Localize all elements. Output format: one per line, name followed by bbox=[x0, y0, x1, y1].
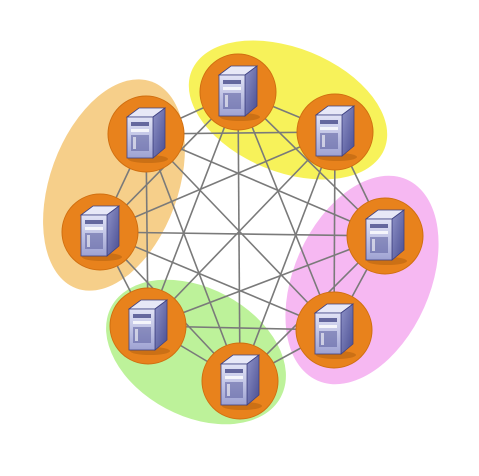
mesh-link-1-4 bbox=[239, 131, 336, 382]
server-nodes bbox=[61, 53, 424, 420]
mesh-link-2-7 bbox=[145, 133, 386, 237]
mesh-link-2-5 bbox=[147, 235, 386, 327]
server-tower-icon bbox=[127, 299, 170, 355]
server-node-3 bbox=[346, 197, 424, 275]
server-tower-icon bbox=[219, 354, 262, 410]
mesh-link-1-6 bbox=[99, 131, 336, 233]
server-node-8 bbox=[107, 95, 185, 173]
server-tower-icon bbox=[79, 205, 122, 261]
server-node-1 bbox=[199, 53, 277, 131]
mesh-link-4-7 bbox=[145, 133, 241, 382]
server-node-2 bbox=[296, 93, 374, 171]
mesh-link-1-5 bbox=[147, 131, 336, 327]
mesh-link-3-7 bbox=[145, 133, 335, 331]
server-tower-icon bbox=[125, 107, 168, 163]
server-node-6 bbox=[109, 287, 187, 365]
mesh-link-0-3 bbox=[237, 91, 335, 331]
server-tower-icon bbox=[313, 303, 356, 359]
server-tower-icon bbox=[314, 105, 357, 161]
mesh-link-0-4 bbox=[237, 91, 241, 382]
server-node-4 bbox=[295, 291, 373, 369]
server-tower-icon bbox=[364, 209, 407, 265]
mesh-link-0-5 bbox=[147, 91, 239, 327]
server-node-7 bbox=[61, 193, 139, 271]
orange-group-highlight bbox=[43, 79, 185, 291]
mesh-link-3-6 bbox=[99, 231, 335, 331]
server-node-5 bbox=[201, 342, 279, 420]
server-tower-icon bbox=[217, 65, 260, 121]
